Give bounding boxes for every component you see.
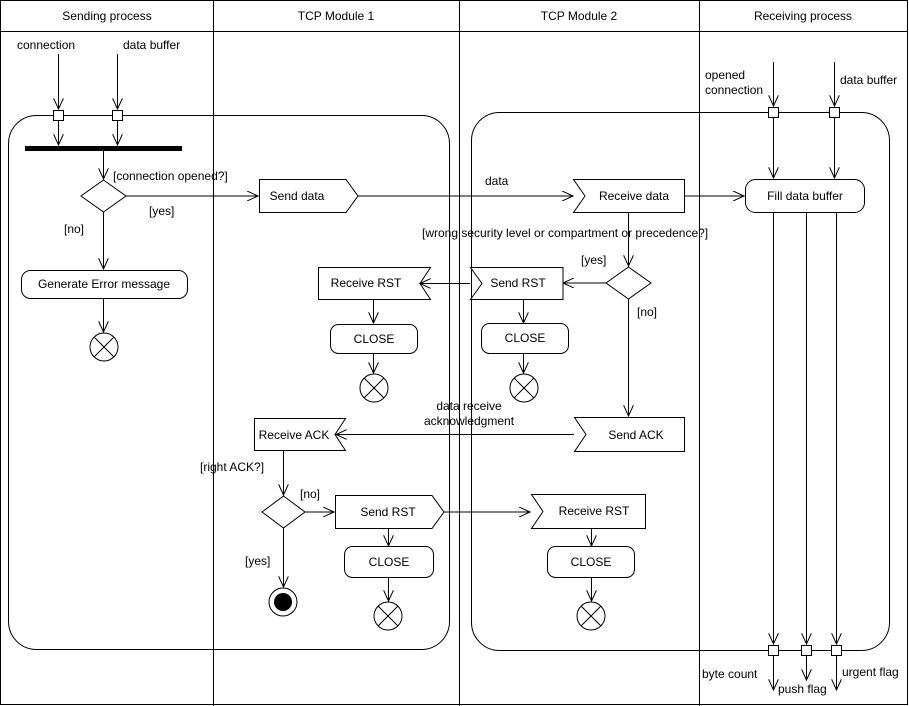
decision-connection-opened bbox=[80, 179, 127, 213]
pin-label-data-buffer-recv: data buffer bbox=[840, 73, 897, 87]
receiver-activity-frame bbox=[471, 112, 890, 651]
lane-title-sending: Sending process bbox=[62, 9, 151, 23]
flow-label-ack-2: acknowledgment bbox=[424, 414, 515, 428]
action-fill-buffer bbox=[745, 179, 865, 213]
action-send-data-label: Send data bbox=[270, 189, 325, 203]
activity-final bbox=[268, 587, 298, 617]
action-close-2 bbox=[481, 323, 569, 354]
action-close-1-label: CLOSE bbox=[354, 332, 395, 346]
pin-label-byte-count: byte count bbox=[702, 667, 758, 681]
action-generate-error-label: Generate Error message bbox=[38, 277, 170, 291]
flow-final-3 bbox=[373, 601, 403, 631]
action-send-rst-2-label: Send RST bbox=[490, 276, 546, 290]
lane-title-receiving: Receiving process bbox=[754, 9, 852, 23]
lane-title-tcp1: TCP Module 1 bbox=[298, 9, 375, 23]
pin-connection bbox=[53, 110, 64, 121]
action-send-ack-label: Send ACK bbox=[608, 428, 663, 442]
pin-data-buffer-in bbox=[112, 110, 123, 121]
action-close-2-label: CLOSE bbox=[505, 331, 546, 345]
pin-label-data-buffer-in: data buffer bbox=[123, 38, 180, 52]
action-receive-ack-label: Receive ACK bbox=[259, 428, 330, 442]
action-close-3-label: CLOSE bbox=[369, 555, 410, 569]
action-receive-rst-2 bbox=[530, 494, 646, 529]
action-send-ack bbox=[573, 417, 685, 452]
pin-push-flag bbox=[801, 645, 812, 656]
flow-final-4 bbox=[509, 373, 539, 403]
pin-label-urgent-flag: urgent flag bbox=[842, 665, 899, 679]
guard-wrong-security: [wrong security level or compartment or … bbox=[422, 226, 708, 240]
pin-label-connection: connection bbox=[17, 38, 75, 52]
flow-final-5 bbox=[576, 601, 606, 631]
flow-label-data: data bbox=[485, 174, 509, 188]
pin-label-push-flag: push flag bbox=[778, 682, 827, 696]
lane-title-tcp2: TCP Module 2 bbox=[541, 9, 618, 23]
guard-right-ack: [right ACK?] bbox=[200, 460, 264, 474]
fork-join-bar bbox=[25, 146, 182, 151]
guard-no-3: [no] bbox=[300, 487, 320, 501]
guard-no-2: [no] bbox=[637, 305, 657, 319]
flow-label-ack-1: data receive bbox=[436, 399, 502, 413]
action-close-4-label: CLOSE bbox=[571, 555, 612, 569]
action-send-rst-1 bbox=[335, 495, 445, 529]
action-close-1 bbox=[330, 324, 418, 354]
flow-final-2 bbox=[359, 373, 389, 403]
action-generate-error bbox=[21, 270, 188, 299]
action-receive-rst-2-label: Receive RST bbox=[559, 504, 630, 518]
pin-label-connection-2: connection bbox=[705, 83, 763, 97]
decision-right-ack bbox=[261, 495, 306, 529]
decision-security bbox=[605, 266, 652, 300]
flow-final-1 bbox=[89, 332, 119, 362]
sender-activity-frame bbox=[8, 115, 450, 650]
action-close-4 bbox=[547, 546, 635, 578]
action-fill-buffer-label: Fill data buffer bbox=[767, 189, 843, 203]
pin-byte-count bbox=[768, 645, 779, 656]
pin-opened-connection bbox=[768, 107, 779, 118]
guard-connection-opened: [connection opened?] bbox=[113, 169, 228, 183]
action-send-rst-2 bbox=[469, 267, 564, 300]
action-send-data bbox=[259, 179, 359, 213]
action-receive-rst-1 bbox=[318, 267, 432, 300]
pin-label-opened: opened bbox=[705, 68, 745, 82]
guard-yes-1: [yes] bbox=[149, 204, 174, 218]
action-send-rst-1-label: Send RST bbox=[360, 505, 416, 519]
action-receive-rst-1-label: Receive RST bbox=[331, 276, 402, 290]
action-receive-data bbox=[572, 179, 685, 213]
guard-no-1: [no] bbox=[64, 222, 84, 236]
pin-data-buffer-recv bbox=[829, 107, 840, 118]
guard-yes-2: [yes] bbox=[581, 253, 606, 267]
action-close-3 bbox=[344, 546, 434, 578]
action-receive-data-label: Receive data bbox=[599, 189, 669, 203]
guard-yes-3: [yes] bbox=[245, 554, 270, 568]
pin-urgent-flag bbox=[831, 645, 842, 656]
action-receive-ack bbox=[254, 418, 347, 451]
